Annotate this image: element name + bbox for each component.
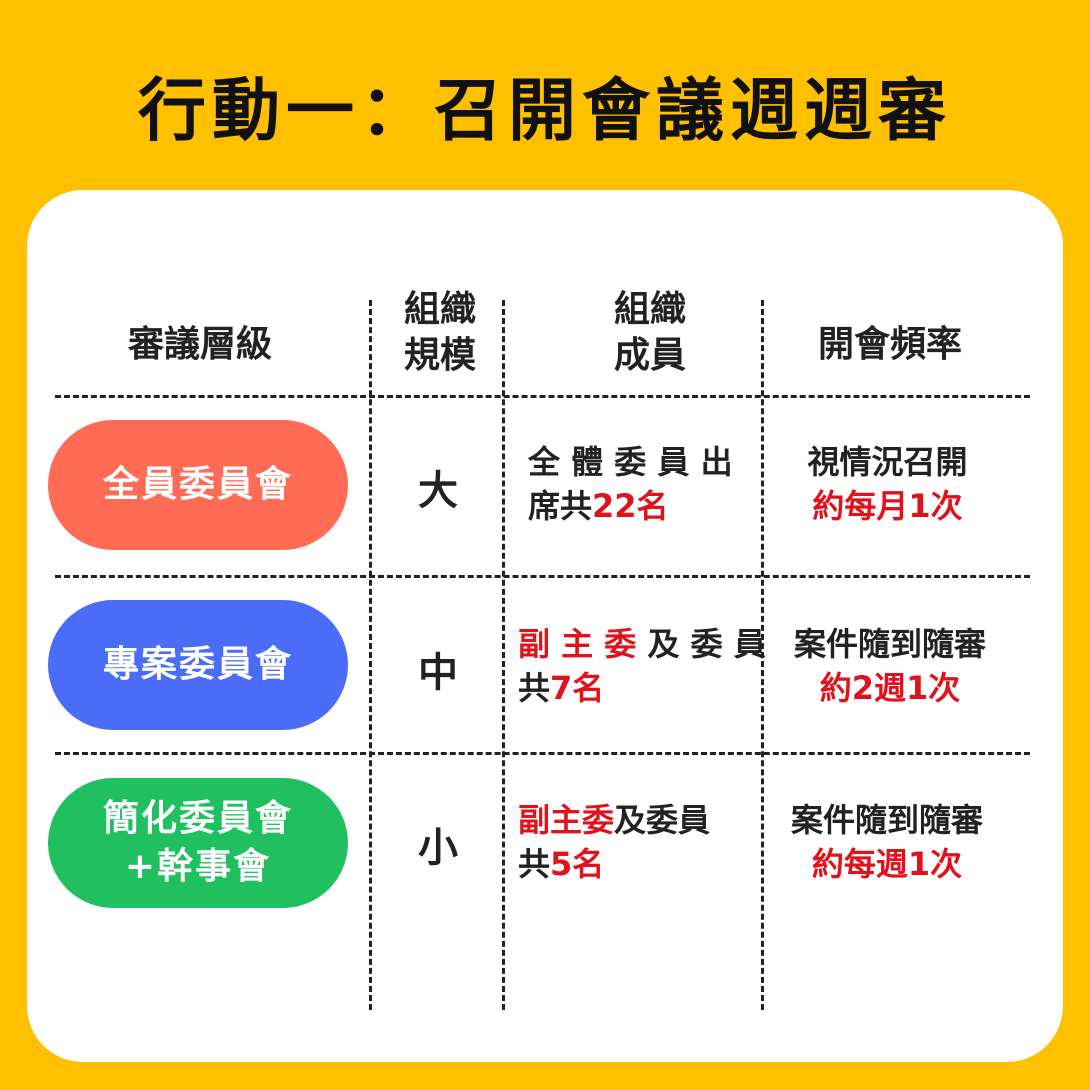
members-text: 副主委及委員 共5名 xyxy=(518,801,711,883)
row-divider-2 xyxy=(55,752,1030,755)
frequency-text: 視情況召開 約每月1次 xyxy=(807,443,968,525)
column-divider-2 xyxy=(502,300,505,1010)
row-divider-header xyxy=(55,395,1030,398)
frequency-text: 案件隨到隨審 約每週1次 xyxy=(790,801,983,883)
level-pill-project-committee: 專案委員會 xyxy=(48,600,348,730)
column-divider-1 xyxy=(369,300,372,1010)
frequency-text: 案件隨到隨審 約2週1次 xyxy=(793,625,986,707)
level-pill-simplified-committee: 簡化委員會 +幹事會 xyxy=(48,778,348,908)
level-pill-full-committee: 全員委員會 xyxy=(48,420,348,550)
row-divider-1 xyxy=(55,575,1030,578)
header-scale: 組織 規模 xyxy=(403,289,476,376)
scale-value: 中 xyxy=(418,650,458,696)
header-frequency: 開會頻率 xyxy=(817,324,962,365)
scale-value: 大 xyxy=(418,468,458,514)
members-text: 副 主 委 及 委 員 共7名 xyxy=(518,625,766,707)
header-level: 審議層級 xyxy=(127,324,272,365)
page-title: 行動一：召開會議週週審 xyxy=(137,72,952,151)
column-divider-3 xyxy=(761,300,764,1010)
members-text: 全 體 委 員 出 席共22名 xyxy=(528,443,733,525)
header-members: 組織 成員 xyxy=(613,289,686,376)
scale-value: 小 xyxy=(418,825,458,871)
